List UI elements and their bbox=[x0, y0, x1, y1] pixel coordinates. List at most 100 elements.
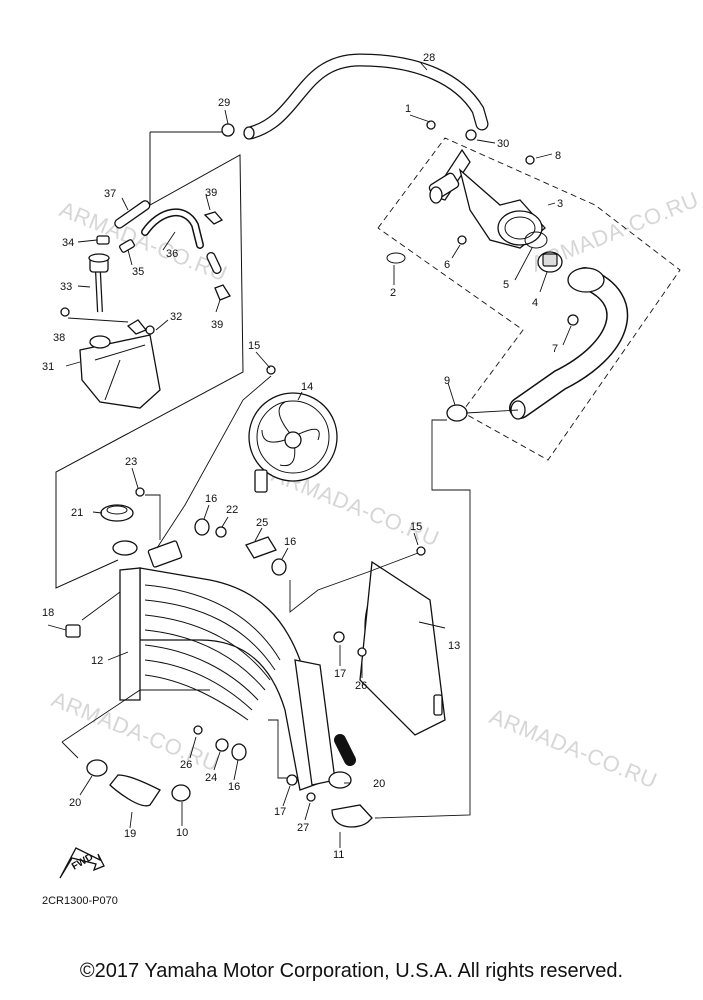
grommet-16-upper bbox=[194, 518, 210, 536]
clip-39-upper bbox=[203, 211, 224, 225]
callout-1: 1 bbox=[405, 103, 411, 115]
copyright-notice: ©2017 Yamaha Motor Corporation, U.S.A. A… bbox=[79, 960, 624, 982]
cap-18 bbox=[65, 624, 81, 638]
hose-36-inner bbox=[142, 209, 203, 248]
bolt-15-upper bbox=[266, 365, 276, 375]
reservoir-cap bbox=[89, 335, 111, 349]
breather-hose-33-inner bbox=[96, 271, 102, 313]
callout-18: 18 bbox=[42, 607, 54, 619]
leader-lines bbox=[47, 61, 572, 848]
hose-36-end bbox=[206, 252, 222, 274]
clip-29 bbox=[221, 123, 235, 137]
o-ring-2 bbox=[386, 252, 406, 264]
thermostat-4 bbox=[537, 251, 563, 273]
nut-26-right bbox=[357, 647, 367, 657]
thermostat-housing bbox=[428, 148, 546, 249]
callout-26-right: 26 bbox=[355, 680, 367, 692]
callout-28: 28 bbox=[423, 52, 435, 64]
grommet-16-middle bbox=[271, 558, 287, 576]
bracket-25 bbox=[245, 536, 277, 559]
callout-15-lower: 15 bbox=[410, 521, 422, 533]
callout-34: 34 bbox=[62, 237, 74, 249]
radiator-exploded-diagram: ARMADA-CO.RU ARMADA-CO.RU ARMADA-CO.RU A… bbox=[42, 52, 702, 907]
callout-11: 11 bbox=[333, 849, 344, 861]
bracket-32 bbox=[126, 319, 148, 335]
callout-13: 13 bbox=[448, 640, 460, 652]
callout-16-lower: 16 bbox=[228, 781, 240, 793]
hose-28-end bbox=[243, 126, 255, 140]
callout-32: 32 bbox=[170, 311, 182, 323]
callout-36: 36 bbox=[166, 248, 178, 260]
callout-4: 4 bbox=[532, 297, 538, 309]
callout-8: 8 bbox=[555, 150, 561, 162]
reservoir-tank-31 bbox=[79, 334, 161, 409]
bolt-8 bbox=[525, 155, 535, 165]
callout-9: 9 bbox=[444, 375, 450, 387]
clamp-9 bbox=[446, 404, 468, 422]
callout-31: 31 bbox=[42, 361, 54, 373]
grommet-16-lower bbox=[231, 743, 247, 761]
bolt-26-lower bbox=[193, 725, 203, 735]
o-ring-5 bbox=[524, 231, 548, 249]
callout-15-upper: 15 bbox=[248, 340, 260, 352]
callout-23: 23 bbox=[125, 456, 137, 468]
callout-10: 10 bbox=[176, 827, 188, 839]
collar-17-right bbox=[333, 631, 345, 643]
clamp-20-right bbox=[328, 771, 352, 789]
watermark-text: ARMADA-CO.RU bbox=[486, 703, 661, 793]
callout-17-lower: 17 bbox=[274, 806, 286, 818]
fwd-arrow: FWD bbox=[59, 847, 105, 879]
callout-14: 14 bbox=[301, 381, 313, 393]
pipe-3-inner bbox=[510, 268, 627, 418]
joint-34 bbox=[96, 235, 110, 245]
callout-39-lower: 39 bbox=[211, 319, 223, 331]
hose-outlet bbox=[334, 734, 356, 766]
pipe-3-flange bbox=[567, 267, 605, 293]
radiator-12 bbox=[119, 567, 336, 791]
callout-12: 12 bbox=[91, 655, 103, 667]
hose-28-inner bbox=[244, 54, 488, 139]
filler-cap-33 bbox=[88, 253, 110, 273]
filler-neck bbox=[112, 540, 138, 556]
callout-22: 22 bbox=[226, 504, 238, 516]
callout-37: 37 bbox=[104, 188, 116, 200]
callout-2: 2 bbox=[390, 287, 396, 299]
bolt-23 bbox=[135, 487, 145, 497]
bracket-upper bbox=[147, 540, 183, 568]
callout-7: 7 bbox=[552, 343, 558, 355]
callout-35: 35 bbox=[132, 266, 144, 278]
hose-11 bbox=[331, 804, 373, 828]
callout-29: 29 bbox=[218, 97, 230, 109]
callout-25: 25 bbox=[256, 517, 268, 529]
hose-19 bbox=[109, 774, 161, 807]
callout-16-upper: 16 bbox=[205, 493, 217, 505]
callout-24: 24 bbox=[205, 772, 217, 784]
callout-16-middle: 16 bbox=[284, 536, 296, 548]
bolt-38 bbox=[60, 307, 70, 317]
collar-17-lower bbox=[286, 774, 298, 786]
bolt-6 bbox=[457, 235, 467, 245]
callout-labels: 1 2 3 4 5 6 7 8 9 10 11 12 13 14 15 15 1… bbox=[42, 52, 563, 861]
callout-21: 21 bbox=[71, 507, 83, 519]
clamp-10 bbox=[171, 784, 191, 802]
nut-32 bbox=[145, 325, 155, 335]
drawing-code: 2CR1300-P070 bbox=[42, 895, 118, 907]
callout-39-upper: 39 bbox=[205, 187, 217, 199]
hose-28 bbox=[243, 53, 489, 140]
callout-38: 38 bbox=[53, 332, 65, 344]
callout-6: 6 bbox=[444, 259, 450, 271]
joint-35 bbox=[119, 239, 135, 253]
callout-20-left: 20 bbox=[69, 797, 81, 809]
clip-39-lower bbox=[214, 284, 231, 301]
hose-37 bbox=[114, 200, 151, 229]
callout-27: 27 bbox=[297, 822, 309, 834]
callout-26-left: 26 bbox=[180, 759, 192, 771]
fan-motor-13 bbox=[359, 560, 446, 736]
callout-33: 33 bbox=[60, 281, 72, 293]
callout-5: 5 bbox=[503, 279, 509, 291]
nut-27 bbox=[306, 792, 316, 802]
callout-17-right: 17 bbox=[334, 668, 346, 680]
bolt-15-lower bbox=[416, 546, 426, 556]
radiator-cap-21 bbox=[100, 504, 134, 522]
callout-30: 30 bbox=[497, 138, 509, 150]
